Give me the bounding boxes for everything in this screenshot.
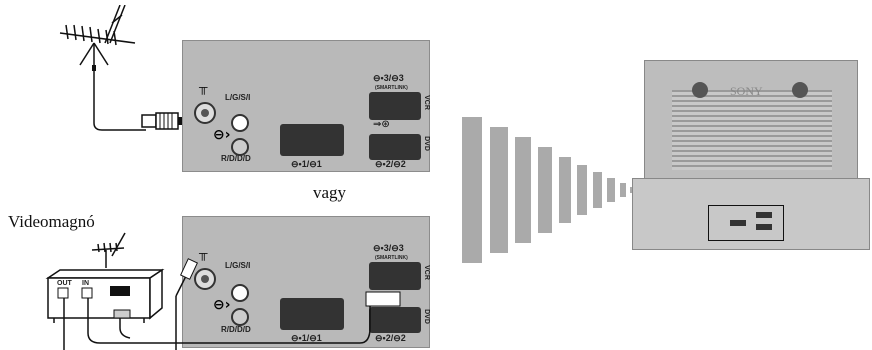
scart-1-label: ⊖•1/⊖1 bbox=[291, 333, 322, 343]
antenna-socket-icon: ╥ bbox=[194, 81, 216, 124]
lgsi-label: L/G/S/I bbox=[225, 261, 251, 270]
tv-rear: SONY bbox=[632, 60, 870, 250]
vcr-in-label: IN bbox=[82, 280, 89, 287]
lgsi-label: L/G/S/I bbox=[225, 93, 251, 102]
brand-label: SONY bbox=[730, 84, 763, 98]
vcr-device-icon bbox=[45, 232, 401, 350]
vcr-title: Videomagnó bbox=[8, 212, 95, 231]
scart-2-socket[interactable] bbox=[369, 134, 421, 160]
scart-1-socket[interactable] bbox=[280, 298, 344, 330]
scart-1-label: ⊖•1/⊖1 bbox=[291, 159, 322, 169]
scart-3-label: ⊖•3/⊖3 bbox=[373, 243, 404, 253]
smartlink-label: (SMARTLINK) bbox=[375, 255, 408, 261]
antenna-top-icon bbox=[59, 5, 146, 131]
rddd-label: R/D/D/D bbox=[221, 154, 251, 163]
audio-left-jack[interactable] bbox=[231, 114, 249, 132]
vcr-label: VCR bbox=[422, 95, 430, 110]
audio-out-icon: ⊖› bbox=[213, 127, 231, 143]
scart-1-socket[interactable] bbox=[280, 124, 344, 156]
scart-2-label: ⊖•2/⊖2 bbox=[375, 159, 406, 169]
scart-3-socket[interactable] bbox=[369, 92, 421, 120]
antenna-socket-icon: ╥ bbox=[194, 247, 216, 290]
audio-left-jack[interactable] bbox=[231, 284, 249, 302]
scart-3-label: ⊖•3/⊖3 bbox=[373, 73, 404, 83]
audio-right-jack[interactable] bbox=[231, 308, 249, 326]
tv-connector-highlight bbox=[708, 205, 784, 241]
scart-2-label: ⊖•2/⊖2 bbox=[375, 333, 406, 343]
svg-text:╥: ╥ bbox=[198, 247, 208, 261]
svg-text:╥: ╥ bbox=[198, 81, 208, 95]
or-label: vagy bbox=[313, 183, 347, 202]
audio-out-icon: ⊖› bbox=[213, 297, 231, 313]
scart-2-socket[interactable] bbox=[369, 307, 421, 333]
scart-3-socket[interactable] bbox=[369, 262, 421, 290]
connector-panel-top: ╥ L/G/S/I R/D/D/D ⊖› ⊖•1/⊖1 ⊖•3/⊖3 (SMAR… bbox=[182, 40, 430, 172]
smartlink-label: (SMARTLINK) bbox=[375, 85, 408, 91]
vcr-out-label: OUT bbox=[57, 280, 72, 287]
arrow-icon: ⇒⊛ bbox=[373, 119, 390, 130]
audio-right-jack[interactable] bbox=[231, 138, 249, 156]
dvd-label: DVD bbox=[422, 136, 430, 151]
rddd-label: R/D/D/D bbox=[221, 325, 251, 334]
